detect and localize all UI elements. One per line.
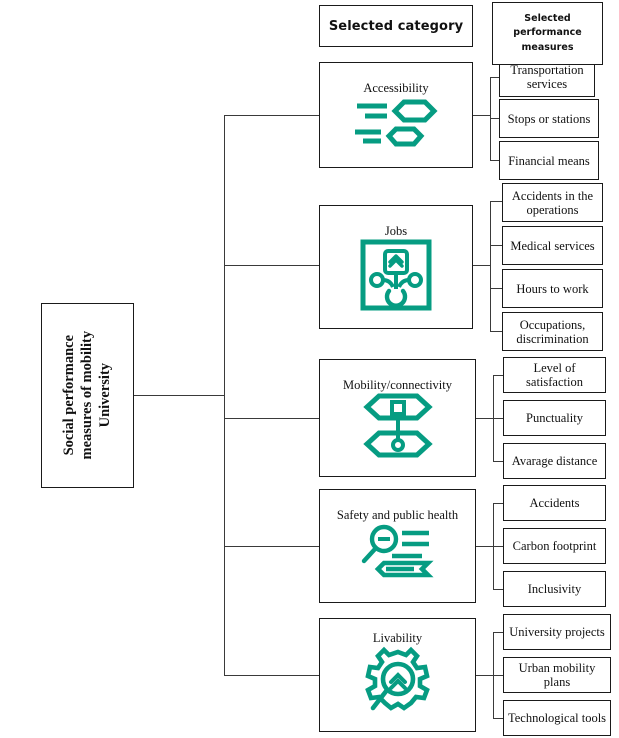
category-label-jobs: Jobs: [384, 223, 408, 238]
measure-label: Accidents: [529, 496, 580, 510]
connector-leaf-livability-0: [493, 632, 504, 633]
connector-leaf-mobility-1: [493, 418, 504, 419]
measure-label: Transportation services: [510, 62, 584, 91]
measure-box[interactable]: Accidents in the operations: [502, 183, 603, 222]
connector-spine-jobs: [490, 201, 491, 331]
connector-stem-accessibility: [473, 115, 491, 116]
measure-box[interactable]: Punctuality: [503, 400, 606, 436]
connector-branch-safety: [224, 546, 319, 547]
category-node-livability[interactable]: Livability: [319, 618, 476, 732]
connector-main-trunk: [224, 115, 225, 675]
header-selected-category-label: Selected category: [328, 18, 464, 34]
category-label-safety-public-health: Safety and public health: [336, 507, 459, 522]
gear-magnifier-chevron-icon: [320, 646, 475, 720]
category-label-mobility-connectivity: Mobility/connectivity: [342, 377, 452, 392]
measure-label: Medical services: [510, 238, 595, 253]
measure-label: Technological tools: [507, 711, 607, 725]
measure-box[interactable]: Occupations, discrimination: [502, 312, 603, 351]
category-node-mobility-connectivity[interactable]: Mobility/connectivity: [319, 359, 476, 477]
measure-label: Accidents in the operations: [511, 188, 594, 217]
measure-box[interactable]: Hours to work: [502, 269, 603, 308]
category-label-livability: Livability: [372, 630, 423, 645]
hexagon-node-link-icon: [320, 393, 475, 459]
network-chevron-up-icon: [320, 239, 472, 311]
measure-box[interactable]: Accidents: [503, 485, 606, 521]
category-node-accessibility[interactable]: Accessibility: [319, 62, 473, 168]
connector-branch-mobility: [224, 418, 319, 419]
category-label-accessibility: Accessibility: [363, 80, 429, 95]
category-node-safety-public-health[interactable]: Safety and public health: [319, 489, 476, 603]
measure-label: University projects: [509, 625, 605, 639]
measure-label: Punctuality: [526, 411, 583, 425]
connector-leaf-jobs-0: [490, 201, 502, 202]
connector-branch-accessibility: [224, 115, 319, 116]
connector-branch-jobs: [224, 265, 319, 266]
measure-label: Stops or stations: [507, 111, 591, 126]
measure-box[interactable]: Medical services: [502, 226, 603, 265]
connector-leaf-accessibility-2: [490, 160, 502, 161]
connector-leaf-livability-1: [493, 675, 504, 676]
connector-leaf-accessibility-0: [490, 77, 502, 78]
measure-label: Inclusivity: [527, 582, 582, 596]
measure-label: Occupations, discrimination: [516, 317, 589, 346]
connector-root-stem: [134, 395, 224, 396]
measure-box[interactable]: Inclusivity: [503, 571, 606, 607]
speed-lines-hexagons-icon: [320, 96, 472, 150]
connector-leaf-jobs-2: [490, 288, 502, 289]
connector-leaf-jobs-1: [490, 245, 502, 246]
measure-box[interactable]: University projects: [503, 614, 611, 650]
measure-label: Urban mobility plans: [518, 661, 596, 689]
connector-stem-mobility: [476, 418, 494, 419]
measure-label: Hours to work: [516, 281, 589, 296]
measure-box[interactable]: Financial means: [499, 141, 599, 180]
connector-stem-livability: [476, 675, 494, 676]
measure-label: Level of satisfaction: [526, 361, 583, 389]
connector-stem-jobs: [473, 265, 491, 266]
connector-leaf-safety-1: [493, 546, 504, 547]
connector-leaf-accessibility-1: [490, 118, 502, 119]
measure-label: Avarage distance: [511, 454, 598, 468]
connector-leaf-safety-0: [493, 503, 504, 504]
measure-box[interactable]: Urban mobility plans: [503, 657, 611, 693]
connector-branch-livability: [224, 675, 319, 676]
measure-label: Financial means: [508, 153, 590, 168]
connector-leaf-mobility-0: [493, 375, 504, 376]
magnifier-lines-icon: [320, 523, 475, 585]
connector-leaf-mobility-2: [493, 461, 504, 462]
measure-box[interactable]: Carbon footprint: [503, 528, 606, 564]
connector-leaf-jobs-3: [490, 331, 502, 332]
measure-box[interactable]: Level of satisfaction: [503, 357, 606, 393]
measure-label: Carbon footprint: [512, 539, 597, 553]
header-selected-category: Selected category: [319, 5, 473, 47]
connector-stem-safety: [476, 546, 494, 547]
category-node-jobs[interactable]: Jobs: [319, 205, 473, 329]
connector-leaf-livability-2: [493, 718, 504, 719]
connector-leaf-safety-2: [493, 589, 504, 590]
measure-box[interactable]: Avarage distance: [503, 443, 606, 479]
measure-box[interactable]: Technological tools: [503, 700, 611, 736]
measure-box[interactable]: Stops or stations: [499, 99, 599, 138]
